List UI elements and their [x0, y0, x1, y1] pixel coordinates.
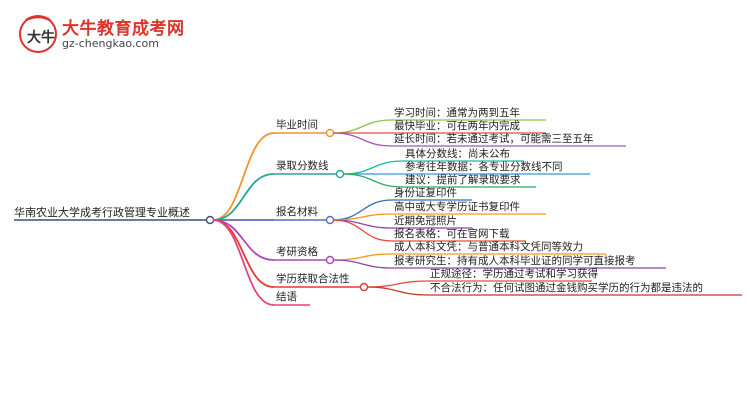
- branch-junction-dot: [335, 169, 345, 179]
- branch-2-label[interactable]: 录取分数线: [276, 160, 329, 172]
- connector-curve: [366, 286, 429, 296]
- site-logo[interactable]: 大牛 大牛教育成考网 gz-chengkao.com: [18, 12, 208, 56]
- branch-2-child-1[interactable]: 具体分数线：尚未公布: [405, 148, 510, 160]
- root-topic[interactable]: 华南农业大学成考行政管理专业概述: [14, 206, 190, 219]
- connector-curve: [212, 132, 275, 221]
- logo-title: 大牛教育成考网: [62, 19, 185, 39]
- branch-junction-dot: [325, 128, 335, 138]
- connector-curve: [342, 160, 404, 175]
- branch-2-child-2[interactable]: 参考往年数据：各专业分数线不同: [405, 161, 563, 173]
- branch-4-child-2[interactable]: 报考研究生：持有成人本科毕业证的同学可直接报考: [394, 255, 636, 267]
- branch-5-child-2[interactable]: 不合法行为：任何试图通过金钱购买学历的行为都是违法的: [430, 282, 703, 294]
- branch-3-child-1[interactable]: 身份证复印件: [394, 187, 457, 199]
- bull-logo-icon: 大牛: [19, 15, 57, 53]
- branch-2-child-3[interactable]: 建议：提前了解录取要求: [405, 174, 521, 186]
- branch-junction-dot: [325, 255, 335, 265]
- branch-5-child-1[interactable]: 正规途径：学历通过考试和学习获得: [430, 268, 598, 280]
- connector-curve: [212, 219, 275, 288]
- branch-1-child-2[interactable]: 最快毕业：可在两年内完成: [394, 120, 520, 132]
- branch-3-label[interactable]: 报名材料: [276, 206, 318, 218]
- branch-4-child-1[interactable]: 成人本科文凭：与普通本科文凭同等效力: [394, 241, 583, 253]
- branch-3-child-4[interactable]: 报名表格：可在官网下载: [394, 228, 510, 240]
- connector-curve: [332, 119, 393, 134]
- connector-curve: [332, 253, 393, 261]
- branch-junction-dot: [325, 215, 335, 225]
- branch-1-child-3[interactable]: 延长时间：若未通过考试，可能需三至五年: [394, 133, 594, 145]
- branch-3-child-3[interactable]: 近期免冠照片: [394, 215, 457, 227]
- branch-junction-dot: [205, 215, 215, 225]
- connector-curve: [332, 213, 393, 221]
- branch-3-child-2[interactable]: 高中或大专学历证书复印件: [394, 201, 520, 213]
- branch-1-child-1[interactable]: 学习时间：通常为两到五年: [394, 107, 520, 119]
- connector-curve: [332, 132, 393, 147]
- logo-mark-text: 大牛: [27, 29, 55, 46]
- connector-curve: [332, 219, 393, 242]
- connector-curve: [332, 259, 393, 269]
- connector-curve: [366, 280, 429, 288]
- connector-curve: [212, 173, 275, 221]
- logo-url: gz-chengkao.com: [62, 37, 159, 50]
- connector-curve: [212, 219, 275, 306]
- branch-junction-dot: [359, 282, 369, 292]
- branch-1-label[interactable]: 毕业时间: [276, 119, 318, 131]
- branch-5-label[interactable]: 学历获取合法性: [276, 273, 350, 285]
- branch-4-label[interactable]: 考研资格: [276, 246, 318, 258]
- branch-6-label[interactable]: 结语: [276, 291, 297, 303]
- connector-curve: [342, 173, 404, 188]
